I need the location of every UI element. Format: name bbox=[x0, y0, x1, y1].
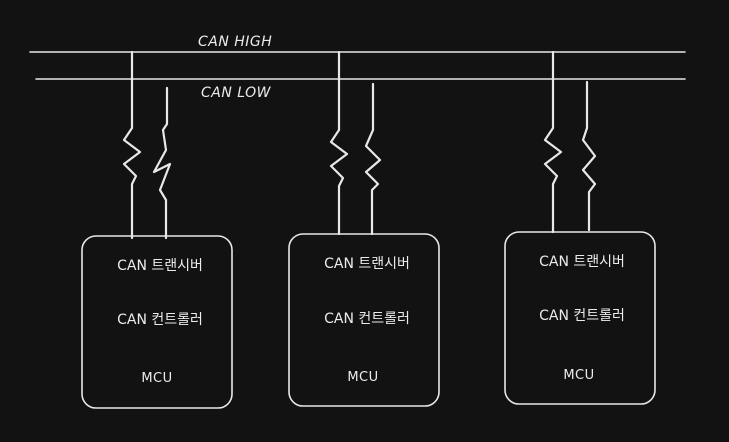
can-low-stub-wire bbox=[152, 86, 172, 240]
node-3: CAN 트랜시버 CAN 컨트롤러 MCU bbox=[504, 50, 656, 405]
node-box bbox=[288, 233, 440, 407]
can-high-stub-wire bbox=[329, 50, 349, 236]
can-low-stub-wire bbox=[364, 82, 382, 236]
mcu-label: MCU bbox=[347, 370, 378, 385]
can-low-stub-wire bbox=[581, 80, 597, 232]
node-box bbox=[504, 231, 656, 405]
can-low-label: CAN LOW bbox=[201, 85, 272, 101]
can-high-stub-wire bbox=[543, 50, 563, 234]
mcu-label: MCU bbox=[563, 368, 594, 383]
can-high-stub-wire bbox=[122, 50, 142, 240]
transceiver-label: CAN 트랜시버 bbox=[324, 256, 410, 272]
controller-label: CAN 컨트롤러 bbox=[539, 308, 625, 324]
node-2: CAN 트랜시버 CAN 컨트롤러 MCU bbox=[288, 50, 440, 407]
controller-label: CAN 컨트롤러 bbox=[117, 312, 203, 328]
transceiver-label: CAN 트랜시버 bbox=[539, 254, 625, 270]
can-high-label: CAN HIGH bbox=[198, 34, 272, 50]
node-box bbox=[81, 235, 233, 409]
transceiver-label: CAN 트랜시버 bbox=[117, 258, 203, 274]
mcu-label: MCU bbox=[141, 371, 172, 386]
node-1: CAN 트랜시버 CAN 컨트롤러 MCU bbox=[81, 50, 233, 409]
controller-label: CAN 컨트롤러 bbox=[324, 311, 410, 327]
